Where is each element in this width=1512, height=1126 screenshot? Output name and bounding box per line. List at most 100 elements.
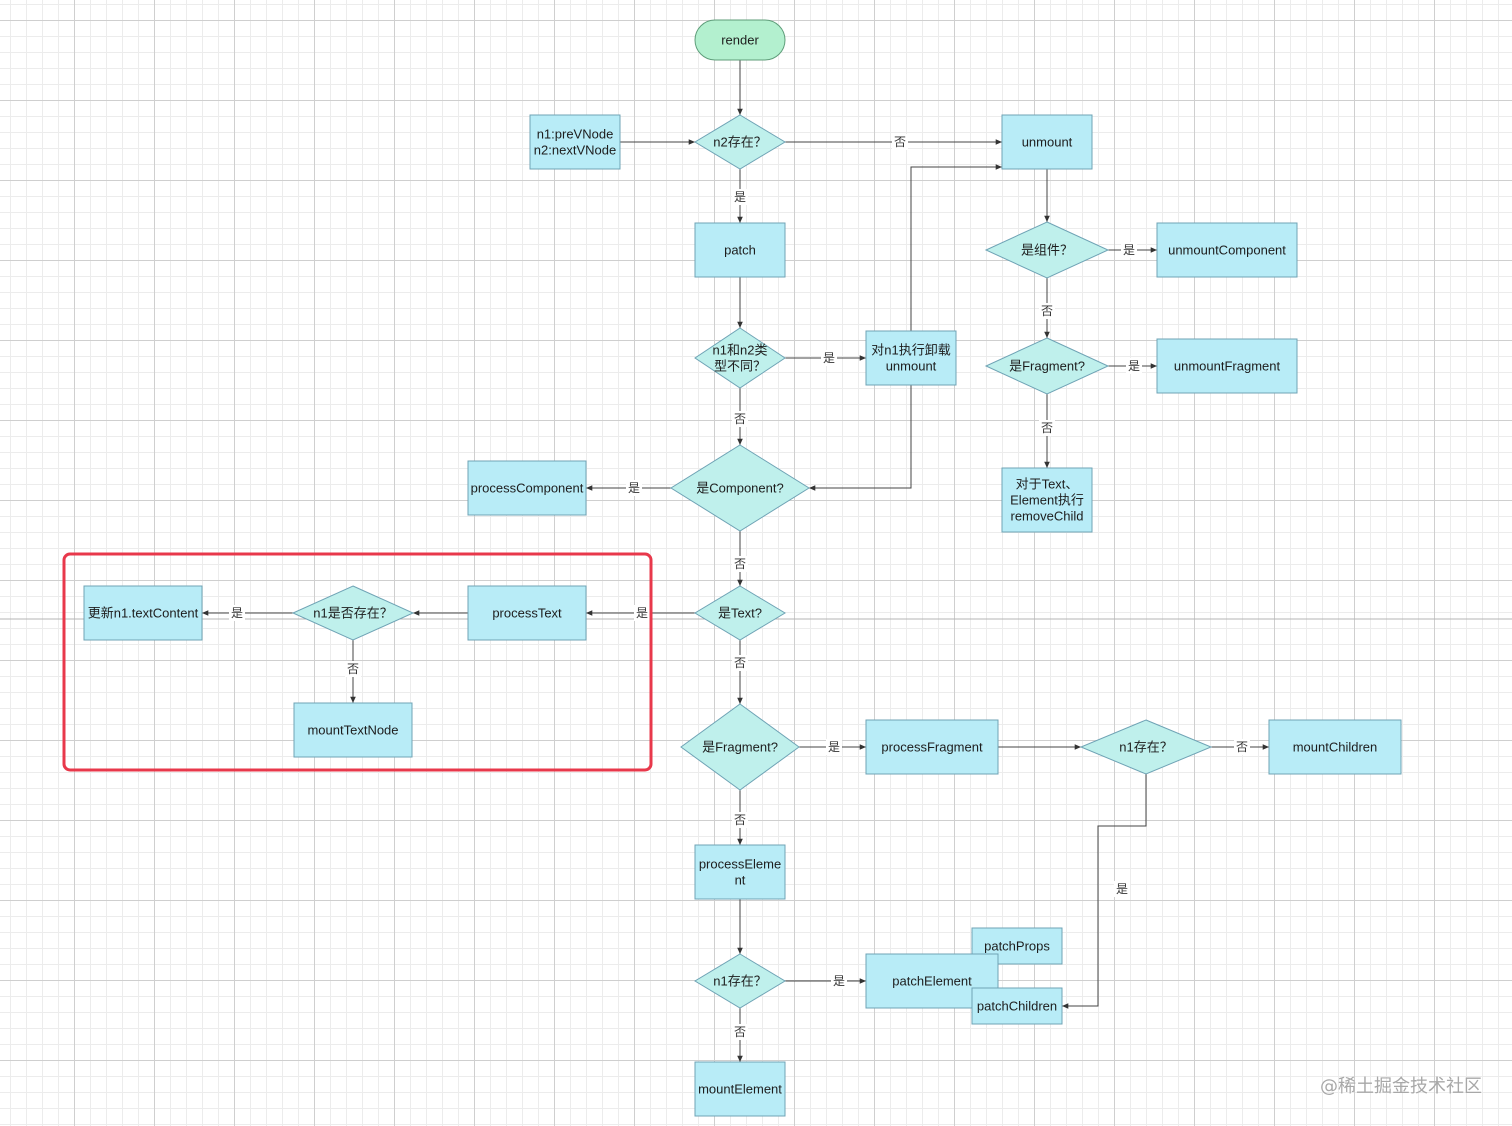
edge-label: 否 bbox=[734, 557, 746, 571]
node-process_component: processComponent bbox=[467, 460, 587, 516]
edge-type_diff-to-unmount_n1: 是 bbox=[785, 350, 866, 366]
node-label: n2存在？ bbox=[713, 135, 766, 150]
node-label: n1:preVNode bbox=[537, 127, 614, 142]
node-is_fragment_unmount: 是Fragment? bbox=[984, 337, 1110, 395]
node-unmount_fragment: unmountFragment bbox=[1156, 338, 1298, 394]
edge-label: 否 bbox=[1236, 740, 1248, 754]
node-patch_children: patchChildren bbox=[971, 987, 1063, 1025]
edge-label: 是 bbox=[1128, 359, 1140, 373]
node-label: 对于Text、 bbox=[1016, 477, 1079, 492]
node-label: processFragment bbox=[881, 740, 983, 755]
watermark: @稀土掘金技术社区 bbox=[1320, 1076, 1482, 1097]
edge-label-bg bbox=[1039, 420, 1055, 436]
decision-diamond bbox=[680, 703, 800, 791]
node-label: nt bbox=[735, 873, 746, 888]
node-label: 是Component? bbox=[696, 481, 783, 496]
edge-label-bg bbox=[1234, 739, 1250, 755]
decision-diamond bbox=[694, 585, 786, 641]
node-label: patch bbox=[724, 243, 756, 258]
edge-n1_exists_element-to-mount_element: 否 bbox=[732, 1008, 748, 1062]
node-label: 是Fragment? bbox=[1009, 359, 1085, 374]
edge-is_fragment-to-process_fragment: 是 bbox=[799, 739, 866, 755]
node-label: 对n1执行卸载 bbox=[871, 343, 950, 358]
edge-is_component-to-is_text: 否 bbox=[732, 531, 748, 586]
edge-is_component-to-process_component: 是 bbox=[586, 480, 671, 496]
node-n1_exists_text: n1是否存在？ bbox=[291, 585, 415, 641]
node-mount_children: mountChildren bbox=[1268, 719, 1402, 775]
node-label: 是组件？ bbox=[1021, 243, 1073, 258]
node-label: processEleme bbox=[699, 857, 781, 872]
node-label: unmount bbox=[1022, 135, 1073, 150]
node-n1_exists_element: n1存在？ bbox=[694, 953, 786, 1009]
edge-n2_exists-to-patch: 是 bbox=[732, 169, 748, 223]
edge-label: 否 bbox=[347, 662, 359, 676]
edge-label: 是 bbox=[1116, 882, 1128, 896]
node-unmount: unmount bbox=[1001, 114, 1093, 170]
node-label: mountChildren bbox=[1293, 740, 1378, 755]
edge-label: 是 bbox=[231, 606, 243, 620]
node-label: mountElement bbox=[698, 1082, 782, 1097]
highlight-box bbox=[62, 552, 653, 772]
node-mount_element: mountElement bbox=[694, 1061, 786, 1117]
node-is_component: 是Component? bbox=[670, 444, 810, 532]
edge-label-bg bbox=[1121, 242, 1137, 258]
node-label: patchProps bbox=[984, 939, 1050, 954]
edge-label-bg bbox=[1039, 303, 1055, 319]
process-box bbox=[694, 844, 786, 900]
edge-n1_exists_element-to-patch_element: 是 bbox=[785, 973, 866, 989]
edge-label-bg bbox=[626, 480, 642, 496]
edge-label: 否 bbox=[734, 656, 746, 670]
node-label: processComponent bbox=[471, 481, 584, 496]
edge-label: 是 bbox=[828, 740, 840, 754]
process-box bbox=[865, 719, 999, 775]
node-is_text: 是Text? bbox=[694, 585, 786, 641]
edge-label: 是 bbox=[1123, 243, 1135, 257]
edge-line bbox=[1062, 774, 1147, 1009]
edge-label-bg bbox=[732, 556, 748, 572]
decision-diamond bbox=[984, 221, 1110, 279]
node-label: n2:nextVNode bbox=[534, 143, 616, 158]
node-label: 是Text? bbox=[718, 606, 762, 621]
edge-line bbox=[910, 164, 1002, 331]
process-box bbox=[467, 460, 587, 516]
node-label: unmountFragment bbox=[1174, 359, 1281, 374]
node-label: 型不同？ bbox=[714, 359, 766, 374]
decision-diamond bbox=[694, 327, 786, 389]
edge-is_component_q-to-unmount_component: 是 bbox=[1108, 242, 1157, 258]
edge-is_fragment-to-process_element: 否 bbox=[732, 790, 748, 845]
edge-label-bg bbox=[634, 605, 650, 621]
edge-label-bg bbox=[732, 411, 748, 427]
edge-label-bg bbox=[892, 134, 908, 150]
node-label: patchElement bbox=[892, 974, 972, 989]
process-box bbox=[529, 114, 621, 170]
node-mount_text_node: mountTextNode bbox=[293, 702, 413, 758]
decision-diamond bbox=[670, 444, 810, 532]
edge-label-bg bbox=[831, 973, 847, 989]
node-label: processText bbox=[492, 606, 562, 621]
decision-diamond bbox=[984, 337, 1110, 395]
edge-is_text-to-is_fragment: 否 bbox=[732, 640, 748, 704]
node-update_text: 更新n1.textContent bbox=[83, 585, 203, 641]
edge-n1_exists_fragment-to-patch_children: 是 bbox=[1062, 774, 1147, 1009]
node-label: n1和n2类 bbox=[713, 343, 768, 358]
edge-label-bg bbox=[732, 1024, 748, 1040]
decision-diamond bbox=[694, 953, 786, 1009]
edge-n1_exists_text-to-update_text: 是 bbox=[202, 605, 293, 621]
edge-label-bg bbox=[821, 350, 837, 366]
edge-label: 是 bbox=[833, 974, 845, 988]
node-patch: patch bbox=[694, 222, 786, 278]
edge-line bbox=[809, 385, 912, 491]
edge-label-bg bbox=[826, 739, 842, 755]
edge-label-bg bbox=[732, 812, 748, 828]
edge-unmount_n1-to-is_component bbox=[809, 385, 912, 491]
edge-label: 是 bbox=[734, 190, 746, 204]
edge-label: 是 bbox=[636, 606, 648, 620]
process-box bbox=[1268, 719, 1402, 775]
edge-label: 否 bbox=[1041, 304, 1053, 318]
edge-type_diff-to-is_component: 否 bbox=[732, 388, 748, 445]
edge-label: 否 bbox=[734, 1025, 746, 1039]
edge-label-bg bbox=[1114, 881, 1130, 897]
